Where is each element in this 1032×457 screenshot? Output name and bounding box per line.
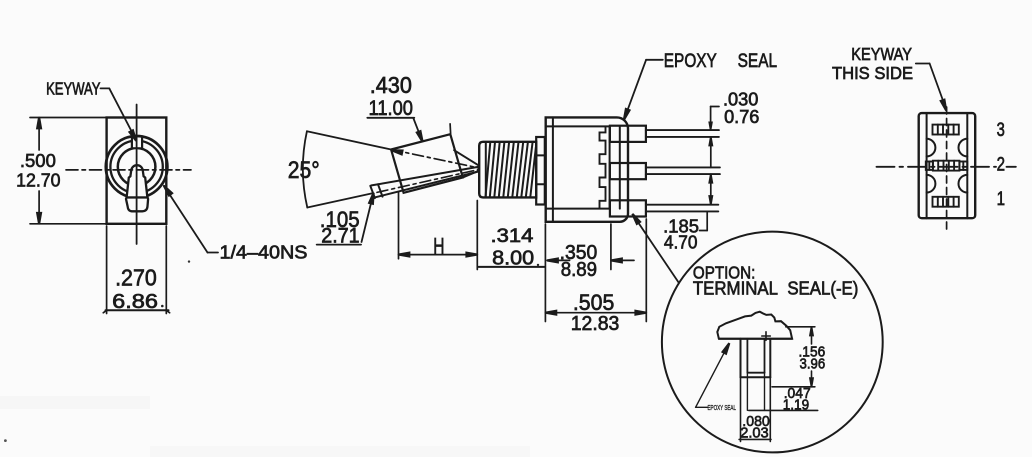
- svg-text:.500: .500: [20, 151, 56, 172]
- svg-text:.505: .505: [573, 290, 614, 315]
- svg-text:KEYWAY: KEYWAY: [851, 44, 912, 64]
- svg-text:3: 3: [997, 120, 1005, 141]
- svg-text:KEYWAY: KEYWAY: [46, 78, 101, 98]
- svg-text:OPTION:: OPTION:: [693, 262, 755, 282]
- svg-text:2.03: 2.03: [740, 425, 769, 442]
- svg-text:25°: 25°: [288, 157, 320, 184]
- svg-text:.080: .080: [742, 413, 770, 430]
- svg-text:6.86: 6.86: [112, 291, 158, 313]
- svg-text:.314: .314: [491, 226, 534, 247]
- svg-text:8.00: 8.00: [492, 248, 534, 270]
- svg-text:2: 2: [997, 155, 1005, 176]
- svg-text:THIS SIDE: THIS SIDE: [832, 63, 913, 83]
- svg-text:1: 1: [997, 189, 1005, 210]
- svg-text:.156: .156: [799, 344, 826, 361]
- svg-text:.105: .105: [320, 207, 360, 232]
- svg-text:12.70: 12.70: [16, 171, 60, 192]
- svg-text:H: H: [433, 233, 444, 259]
- svg-text:3.96: 3.96: [800, 356, 826, 373]
- svg-text:EPOXY: EPOXY: [664, 50, 717, 72]
- svg-text:1.19: 1.19: [783, 397, 810, 414]
- svg-text:8.89: 8.89: [561, 259, 597, 281]
- svg-text:2.71: 2.71: [321, 224, 359, 247]
- svg-text:SEAL: SEAL: [738, 50, 778, 72]
- svg-text:.350: .350: [560, 242, 598, 264]
- svg-text:.047: .047: [784, 385, 811, 402]
- svg-text:TERMINAL SEAL(-E): TERMINAL SEAL(-E): [693, 278, 859, 299]
- svg-text:.430: .430: [370, 72, 412, 98]
- svg-text:.270: .270: [115, 265, 157, 291]
- svg-text:.030: .030: [723, 90, 758, 110]
- svg-text:11.00: 11.00: [369, 97, 414, 120]
- svg-text:.185: .185: [663, 217, 699, 238]
- svg-text:EPOXY SEAL: EPOXY SEAL: [708, 403, 737, 412]
- svg-text:1/4–40NS: 1/4–40NS: [220, 243, 308, 264]
- svg-text:12.83: 12.83: [571, 313, 620, 335]
- svg-text:0.76: 0.76: [724, 107, 759, 127]
- svg-text:4.70: 4.70: [664, 233, 698, 254]
